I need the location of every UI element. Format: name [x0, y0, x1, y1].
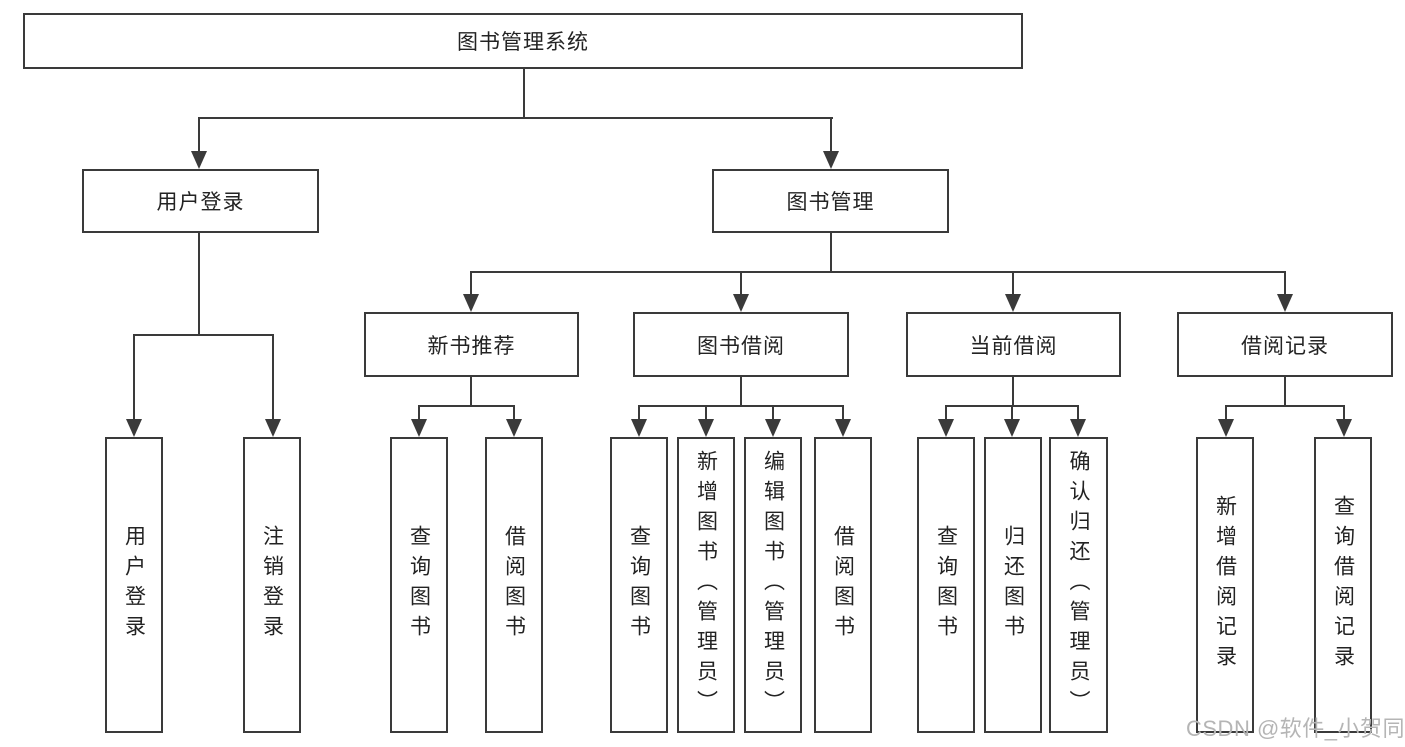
leaf-label: 借阅图书 [831, 525, 855, 645]
connector-line [1343, 405, 1345, 421]
connector-line [1284, 377, 1286, 407]
leaf-label: 注销登录 [260, 525, 284, 645]
arrowhead-icon [698, 419, 714, 437]
arrowhead-icon [411, 419, 427, 437]
leaf-label: 借阅图书 [502, 525, 526, 645]
connector-line [1284, 271, 1286, 297]
leaf-label: 新增借阅记录 [1213, 495, 1237, 675]
connector-line [1011, 405, 1013, 421]
connector-line [513, 405, 515, 421]
arrowhead-icon [463, 294, 479, 312]
connector-line [198, 117, 200, 153]
node-new-book-recommendation: 新书推荐 [364, 312, 579, 377]
connector-line [638, 405, 640, 421]
connector-line [772, 405, 774, 421]
leaf-label: 用户登录 [122, 525, 146, 645]
connector-line [638, 405, 844, 407]
arrowhead-icon [506, 419, 522, 437]
leaf-query-books-recommend: 查询图书 [390, 437, 448, 733]
leaf-query-books-borrowing: 查询图书 [610, 437, 668, 733]
node-borrowing-records: 借阅记录 [1177, 312, 1393, 377]
arrowhead-icon [1005, 294, 1021, 312]
connector-line [198, 117, 833, 119]
connector-line [1225, 405, 1227, 421]
leaf-edit-book-admin: 编辑图书（管理员） [744, 437, 802, 733]
connector-line [842, 405, 844, 421]
connector-line [470, 377, 472, 407]
leaf-query-borrow-record: 查询借阅记录 [1314, 437, 1372, 733]
arrowhead-icon [1277, 294, 1293, 312]
connector-line [705, 405, 707, 421]
arrowhead-icon [191, 151, 207, 169]
arrowhead-icon [835, 419, 851, 437]
arrowhead-icon [733, 294, 749, 312]
connector-line [133, 334, 135, 421]
connector-line [740, 377, 742, 407]
leaf-label: 新增图书（管理员） [694, 450, 718, 720]
leaf-confirm-return-admin: 确认归还（管理员） [1049, 437, 1108, 733]
leaf-add-borrow-record: 新增借阅记录 [1196, 437, 1254, 733]
connector-line [523, 69, 525, 118]
connector-line [1225, 405, 1345, 407]
node-current-borrowing: 当前借阅 [906, 312, 1121, 377]
arrowhead-icon [631, 419, 647, 437]
leaf-user-login: 用户登录 [105, 437, 163, 733]
connector-line [470, 271, 1286, 273]
arrowhead-icon [265, 419, 281, 437]
arrowhead-icon [938, 419, 954, 437]
leaf-logout: 注销登录 [243, 437, 301, 733]
leaf-label: 编辑图书（管理员） [761, 450, 785, 720]
connector-line [272, 334, 274, 421]
leaf-borrow-books-recommend: 借阅图书 [485, 437, 543, 733]
leaf-add-book-admin: 新增图书（管理员） [677, 437, 735, 733]
node-library-management-system: 图书管理系统 [23, 13, 1023, 69]
connector-line [830, 117, 832, 153]
leaf-label: 确认归还（管理员） [1067, 450, 1091, 720]
connector-line [1012, 271, 1014, 297]
node-book-management: 图书管理 [712, 169, 949, 233]
connector-line [418, 405, 420, 421]
leaf-label: 查询图书 [934, 525, 958, 645]
arrowhead-icon [1004, 419, 1020, 437]
connector-line [198, 233, 200, 336]
arrowhead-icon [823, 151, 839, 169]
connector-line [470, 271, 472, 297]
leaf-borrow-books-borrowing: 借阅图书 [814, 437, 872, 733]
connector-line [418, 405, 515, 407]
arrowhead-icon [1336, 419, 1352, 437]
node-book-borrowing: 图书借阅 [633, 312, 849, 377]
arrowhead-icon [1218, 419, 1234, 437]
leaf-query-books-current: 查询图书 [917, 437, 975, 733]
leaf-label: 查询图书 [407, 525, 431, 645]
connector-line [1077, 405, 1079, 421]
leaf-label: 归还图书 [1001, 525, 1025, 645]
leaf-return-books: 归还图书 [984, 437, 1042, 733]
node-user-login: 用户登录 [82, 169, 319, 233]
connector-line [1012, 377, 1014, 407]
connector-line [945, 405, 947, 421]
leaf-label: 查询图书 [627, 525, 651, 645]
arrowhead-icon [1070, 419, 1086, 437]
connector-line [830, 233, 832, 273]
leaf-label: 查询借阅记录 [1331, 495, 1355, 675]
csdn-watermark: CSDN @软件_小贺同学 [1186, 716, 1405, 741]
connector-line [133, 334, 274, 336]
arrowhead-icon [126, 419, 142, 437]
arrowhead-icon [765, 419, 781, 437]
connector-line [740, 271, 742, 297]
